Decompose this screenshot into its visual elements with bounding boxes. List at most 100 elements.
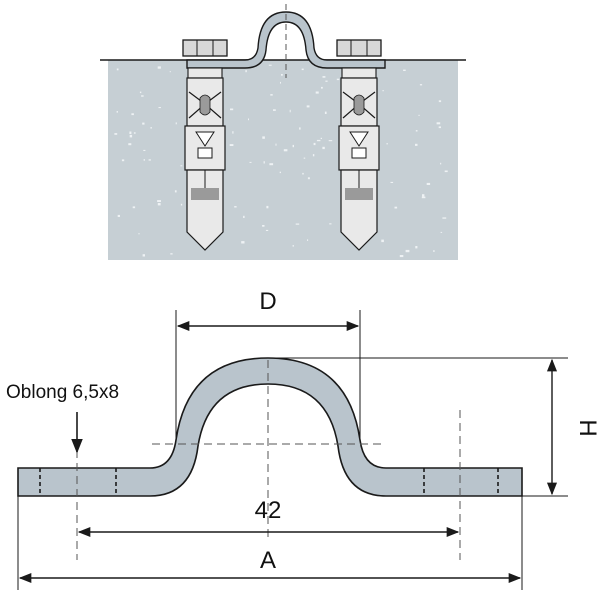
speckle	[292, 245, 294, 247]
speckle	[415, 143, 418, 146]
speckle	[381, 239, 384, 243]
label-oblong-hole: Oblong 6,5x8	[6, 382, 119, 403]
installed-clamp	[186, 11, 386, 69]
speckle	[148, 159, 151, 161]
label-d: D	[259, 288, 276, 315]
speckle	[280, 81, 281, 84]
speckle	[249, 161, 252, 163]
speckle	[169, 71, 171, 73]
speckle	[150, 127, 152, 129]
speckle	[415, 130, 418, 132]
speckle	[438, 100, 442, 103]
speckle	[157, 203, 161, 206]
speckle	[132, 206, 136, 209]
speckle	[117, 214, 120, 217]
speckle	[307, 177, 310, 180]
speckle	[299, 127, 301, 130]
speckle	[230, 108, 234, 111]
speckle	[141, 95, 144, 97]
speckle	[325, 80, 328, 82]
speckle	[143, 159, 145, 161]
speckle	[292, 144, 294, 148]
speckle	[436, 122, 441, 125]
speckle	[322, 146, 325, 150]
speckle	[142, 254, 145, 257]
speckle	[170, 253, 173, 255]
speckle	[279, 171, 281, 174]
speckle	[143, 149, 146, 151]
center-lines	[76, 360, 461, 560]
speckle	[281, 74, 283, 76]
speckle	[444, 170, 448, 173]
speckle	[158, 107, 161, 109]
speckle	[273, 109, 276, 111]
speckle	[131, 113, 134, 116]
speckle	[265, 229, 269, 231]
speckle	[405, 249, 410, 253]
speckle	[415, 246, 418, 249]
speckle	[175, 122, 177, 125]
speckle	[263, 161, 265, 164]
speckle	[121, 159, 125, 162]
speckle	[266, 205, 269, 209]
speckle	[422, 194, 425, 197]
speckle	[139, 91, 142, 94]
speckle	[328, 140, 333, 142]
speckle	[241, 241, 245, 244]
speckle	[419, 84, 423, 86]
speckle	[234, 206, 237, 208]
speckle	[303, 157, 306, 159]
speckle	[321, 86, 323, 89]
speckle	[322, 76, 326, 78]
speckle	[269, 163, 274, 166]
speckle	[336, 78, 340, 81]
speckle	[438, 126, 441, 129]
speckle	[399, 255, 404, 258]
speckle	[386, 143, 388, 145]
speckle	[312, 154, 315, 157]
speckle	[313, 142, 316, 146]
speckle	[229, 144, 234, 146]
speckle	[433, 250, 435, 252]
speckle	[324, 111, 327, 114]
speckle	[129, 134, 133, 138]
speckle	[302, 172, 304, 175]
speckle	[316, 139, 321, 142]
speckle	[283, 149, 288, 152]
speckle	[157, 200, 161, 202]
speckle	[248, 118, 249, 121]
speckle	[262, 136, 265, 139]
dimension-view: D H 42 A Oblong 6,5x8	[6, 288, 600, 590]
left-anchor-bolt	[182, 39, 228, 251]
speckle	[390, 181, 394, 183]
speckle	[295, 223, 300, 225]
speckle	[133, 132, 136, 134]
oblong-hole-marks	[39, 468, 499, 496]
speckle	[138, 233, 140, 235]
speckle	[418, 114, 420, 116]
speckle	[243, 215, 245, 218]
speckle	[270, 94, 273, 96]
label-a: A	[260, 547, 276, 574]
clamp-profile	[17, 357, 523, 497]
speckle	[129, 131, 132, 134]
speckle	[426, 182, 431, 185]
speckle	[440, 231, 443, 233]
speckle	[180, 165, 183, 167]
speckle	[382, 90, 384, 92]
speckle	[306, 105, 310, 108]
right-anchor-bolt	[336, 39, 382, 251]
speckle	[315, 91, 319, 94]
speckle	[116, 111, 118, 113]
label-h: H	[574, 419, 600, 436]
speckle	[180, 203, 183, 206]
speckle	[289, 109, 291, 113]
speckle	[440, 162, 442, 165]
speckle	[128, 143, 132, 146]
installation-view	[100, 4, 466, 260]
speckle	[114, 133, 118, 135]
speckle	[232, 131, 234, 134]
extension-lines	[17, 310, 568, 590]
speckle	[421, 196, 426, 199]
